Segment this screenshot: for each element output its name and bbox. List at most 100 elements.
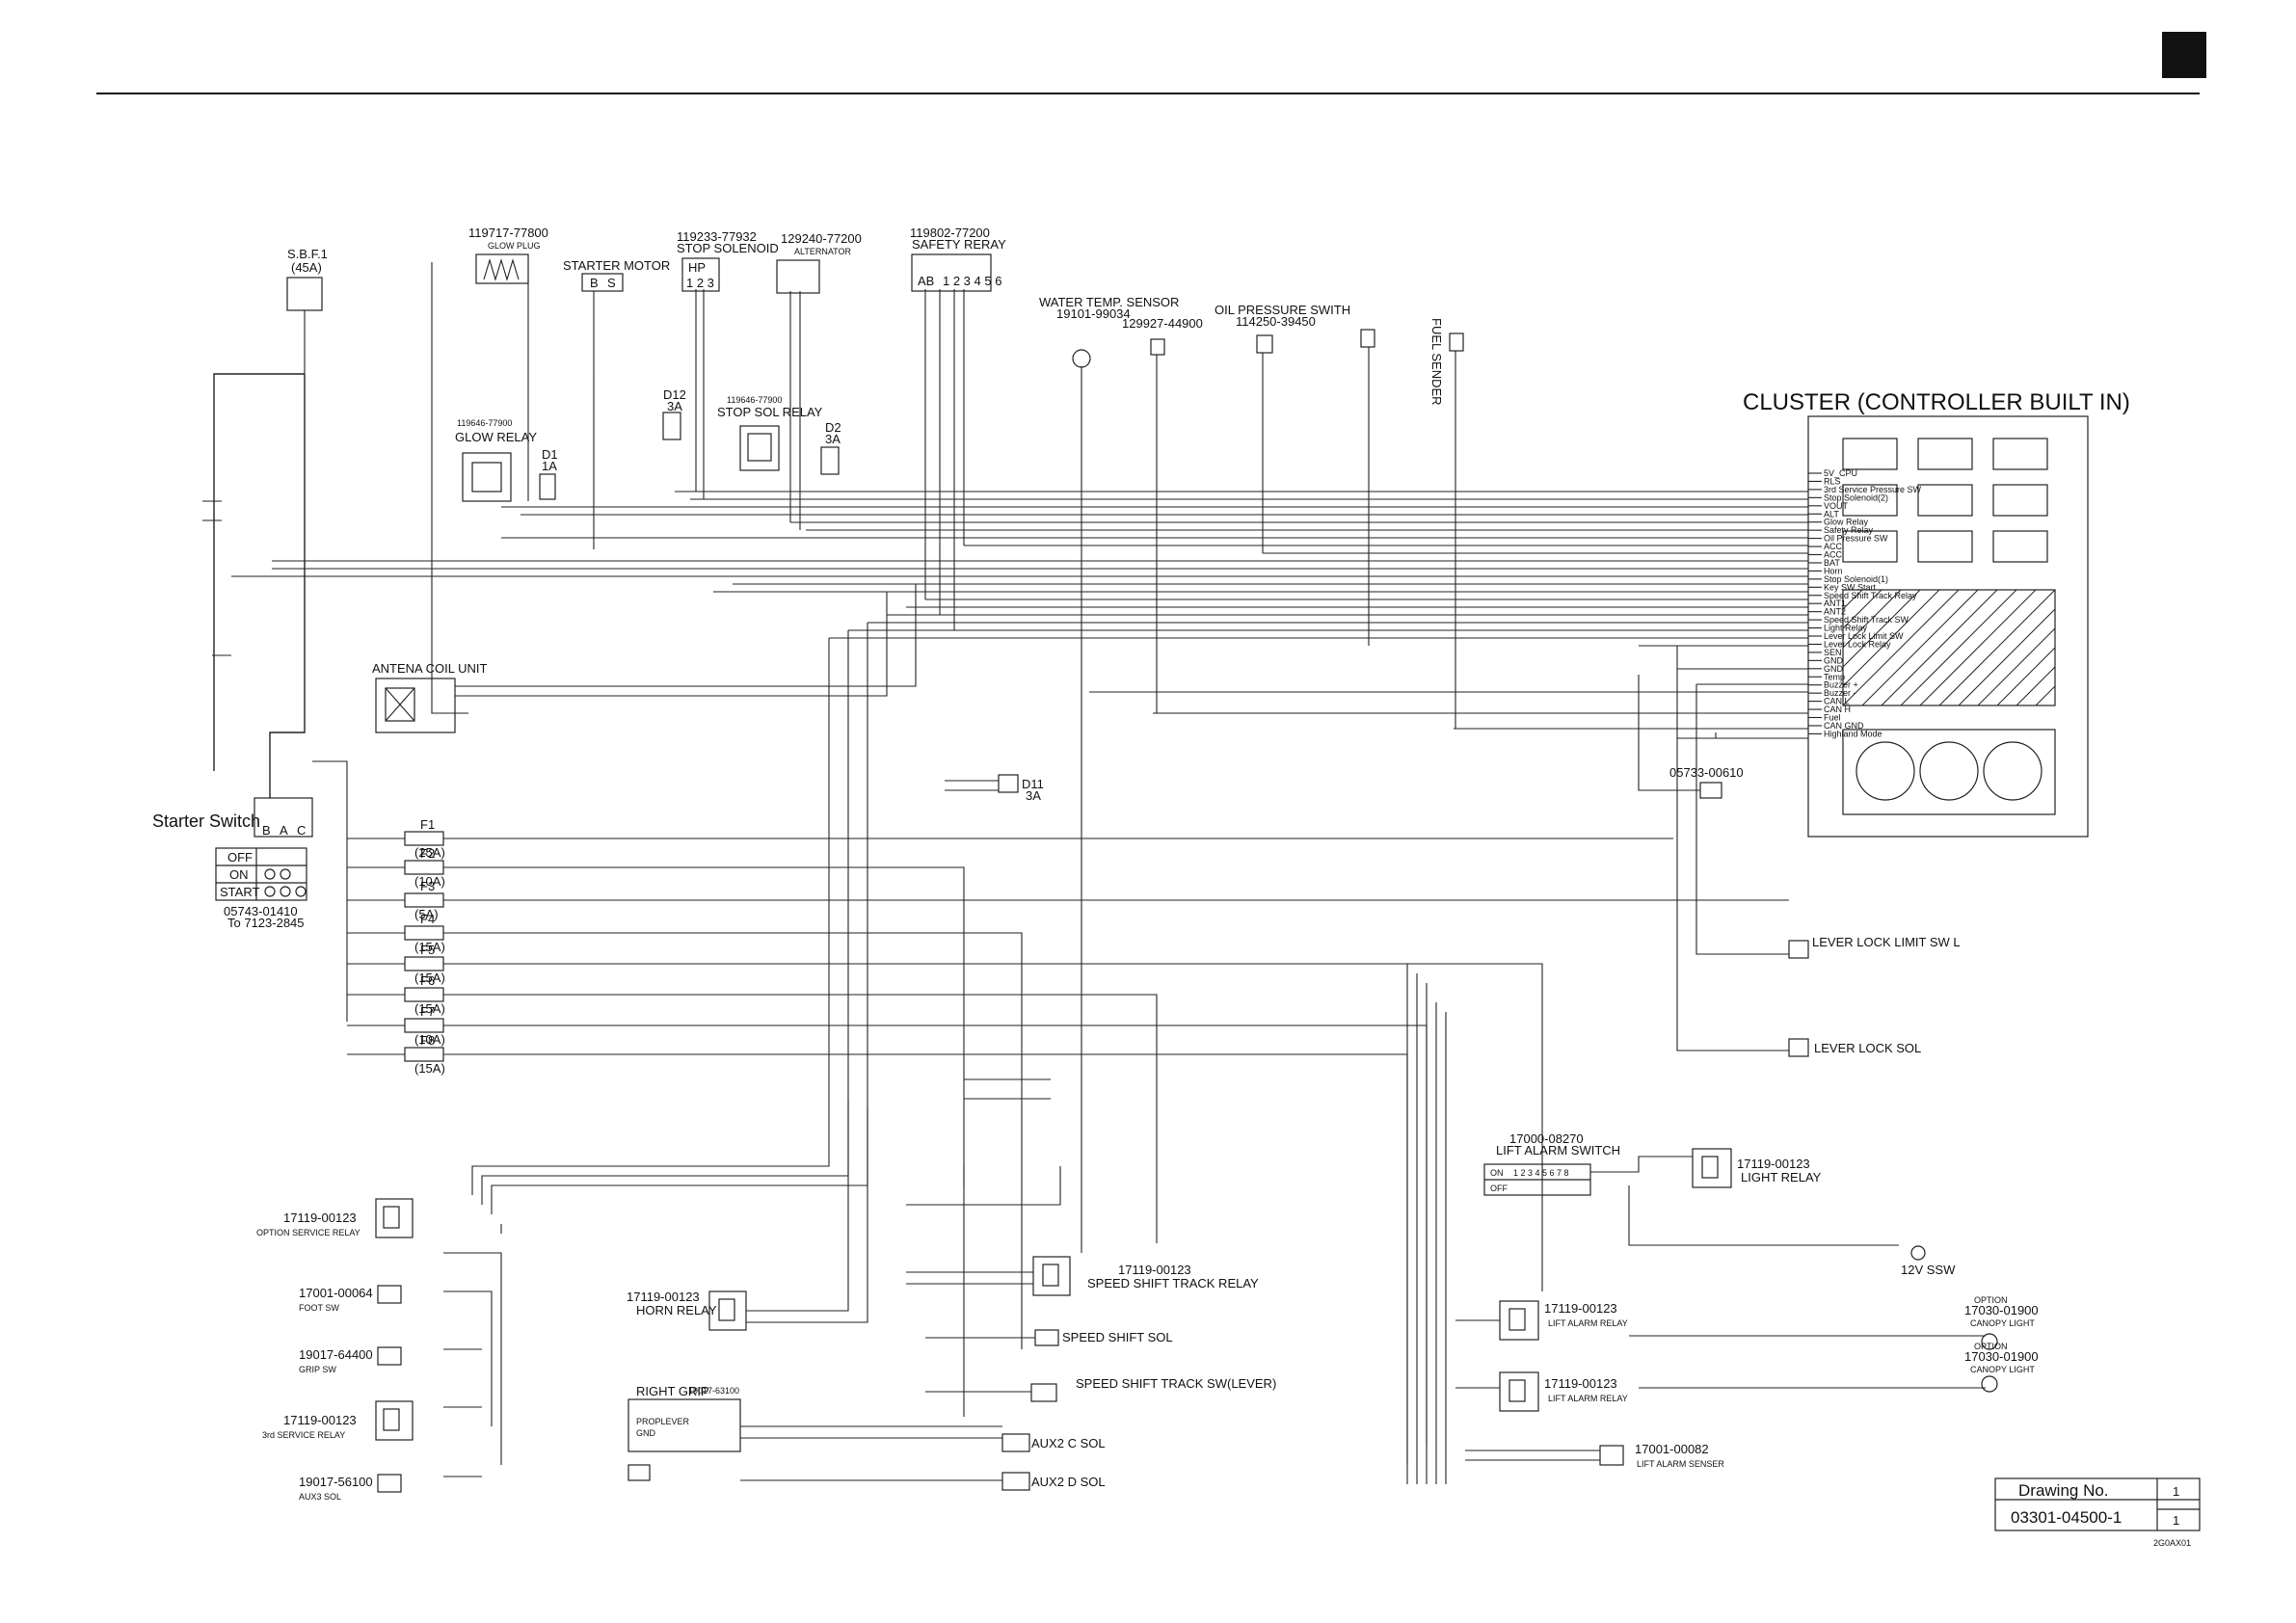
fuse-rating: (10A) [414,1032,445,1047]
cluster-pin-label: Speed Shift Track SW [1824,615,1909,625]
cluster-pin-label: Oil Pressure SW [1824,534,1888,544]
right-grip: RIGHT GRIP 19017-63100 PROPLEVER GND [627,1384,741,1481]
svg-text:OPTION: OPTION [1974,1342,2008,1351]
relay-body [375,1198,414,1238]
svg-text:SAFETY RERAY: SAFETY RERAY [912,237,1006,252]
svg-text:B: B [590,276,599,290]
svg-text:1 2 3 4 5 6: 1 2 3 4 5 6 [943,274,1001,288]
cluster-pin-label: Temp [1824,672,1845,681]
svg-text:Starter Switch: Starter Switch [152,812,260,831]
lift-alarm-sensor: 17001-00082 LIFT ALARM SENSER [1599,1442,1724,1469]
svg-text:119802-77200: 119802-77200 [910,226,990,240]
svg-text:GND: GND [636,1428,656,1438]
svg-text:17119-00123: 17119-00123 [627,1290,700,1304]
relay-coil [383,1206,400,1229]
fuse-name: F7 [420,1004,435,1019]
svg-text:17030-01900: 17030-01900 [1964,1349,2039,1364]
cluster-pin-label: Buzzer + [1824,680,1858,690]
svg-text:GLOW RELAY: GLOW RELAY [455,430,537,444]
drawing-no: 03301-04500-1 [2011,1508,2122,1527]
svg-text:129240-77200: 129240-77200 [781,231,862,246]
svg-text:HP: HP [688,260,706,275]
starter-switch: Starter Switch B A C OFF ON START 05743-… [152,797,313,930]
svg-text:119646-77900: 119646-77900 [457,418,512,428]
svg-text:3A: 3A [1026,788,1041,803]
svg-text:S: S [607,276,616,290]
fuse-rating: (15A) [414,940,445,954]
svg-text:119233-77932: 119233-77932 [677,229,757,244]
svg-text:GLOW PLUG: GLOW PLUG [488,241,541,251]
fuse-name: F4 [420,912,435,926]
svg-text:LIFT ALARM RELAY: LIFT ALARM RELAY [1548,1394,1628,1403]
svg-text:OPTION: OPTION [1974,1295,2008,1305]
svg-text:05733-00610: 05733-00610 [1669,765,1744,780]
antenna-coil: ANTENA COIL UNIT [372,661,487,733]
svg-text:B: B [262,823,271,838]
svg-text:ANTENA COIL UNIT: ANTENA COIL UNIT [372,661,487,676]
glow-plug: 119717-77800 GLOW PLUG [468,226,548,299]
svg-text:3A: 3A [825,432,841,446]
fuse-body [404,892,444,908]
cluster-pin-label: Fuel [1824,713,1841,723]
lift-alarm-relay-1: 17119-00123 LIFT ALARM RELAY [1499,1300,1628,1341]
svg-text:LEVER LOCK SOL: LEVER LOCK SOL [1814,1041,1921,1055]
fuse-rating: (25A) [414,845,445,860]
svg-text:WATER TEMP. SENSOR: WATER TEMP. SENSOR [1039,295,1179,309]
cluster-pin-label: Safety Relay [1824,525,1874,535]
cluster-pin-label: CAN L [1824,697,1850,706]
svg-text:1A: 1A [542,459,557,473]
svg-text:OFF: OFF [227,850,253,865]
svg-text:ALTERNATOR: ALTERNATOR [794,247,852,256]
fuse-rating: (15A) [414,971,445,985]
svg-text:17000-08270: 17000-08270 [1509,1131,1584,1146]
fuse-name: F6 [420,973,435,988]
relay-name: GRIP SW [299,1365,336,1374]
cluster-pin-label: ANT2 [1824,607,1846,617]
svg-text:1 2 3: 1 2 3 [686,276,714,290]
svg-text:LIGHT RELAY: LIGHT RELAY [1741,1170,1822,1184]
svg-text:SPEED SHIFT TRACK SW(LEVER): SPEED SHIFT TRACK SW(LEVER) [1076,1376,1276,1391]
svg-text:119717-77800: 119717-77800 [468,226,548,240]
cluster-pin-label: CAN H [1824,705,1851,714]
svg-text:OIL PRESSURE SWITH: OIL PRESSURE SWITH [1215,303,1350,317]
fuse-name: F5 [420,943,435,957]
relay-body [375,1400,414,1441]
cluster-pin-label: ANT1 [1824,599,1846,608]
cluster-pin-label: VOUT [1824,501,1849,511]
svg-text:17119-00123: 17119-00123 [1544,1376,1617,1391]
cluster-pin-label: CAN GND [1824,721,1864,731]
svg-text:C: C [297,823,306,838]
fuse-name: F8 [420,1033,435,1048]
lever-lock: LEVER LOCK LIMIT SW L LEVER LOCK SOL 057… [1669,765,1961,1057]
cluster-pin-label: Light Relay [1824,624,1868,633]
svg-text:S.B.F.1: S.B.F.1 [287,247,328,261]
svg-text:PROPLEVER: PROPLEVER [636,1417,690,1426]
cluster-pin-label: RLS [1824,476,1841,486]
svg-text:119646-77900: 119646-77900 [727,395,782,405]
cluster-pin-label: 5V_CPU [1824,468,1857,478]
svg-text:17001-00082: 17001-00082 [1635,1442,1709,1456]
speed-shift-track-relay: 17119-00123 SPEED SHIFT TRACK RELAY [1032,1256,1259,1296]
svg-text:AB: AB [918,274,934,288]
svg-text:SPEED SHIFT TRACK RELAY: SPEED SHIFT TRACK RELAY [1087,1276,1259,1290]
fuse-rating: (15A) [414,1061,445,1076]
starter-motor: STARTER MOTOR B S [563,258,670,376]
svg-text:D12: D12 [663,387,686,402]
light-relay: 17119-00123 LIGHT RELAY [1692,1148,1822,1188]
svg-text:LIFT ALARM SWITCH: LIFT ALARM SWITCH [1496,1143,1620,1157]
svg-text:12V SSW: 12V SSW [1901,1263,1956,1277]
svg-text:3A: 3A [667,399,682,413]
svg-text:19017-63100: 19017-63100 [688,1386,739,1396]
svg-text:START: START [220,885,259,899]
sbf-fuse: S.B.F.1 (45A) [286,247,328,374]
footer-code: 2G0AX01 [2153,1538,2191,1548]
drawing-no-label: Drawing No. [2018,1481,2109,1500]
component-body [377,1285,402,1304]
cluster-pin-label: GND [1824,655,1844,665]
relay-name: AUX3 SOL [299,1492,341,1502]
page-tab-marker [2162,32,2206,78]
cluster-pin-label: 3rd Service Pressure SW [1824,485,1922,494]
svg-text:114250-39450: 114250-39450 [1236,314,1316,329]
cluster-pin-label: ALT [1824,509,1839,519]
stop-sol-relay: 119646-77900 STOP SOL RELAY [717,395,823,471]
